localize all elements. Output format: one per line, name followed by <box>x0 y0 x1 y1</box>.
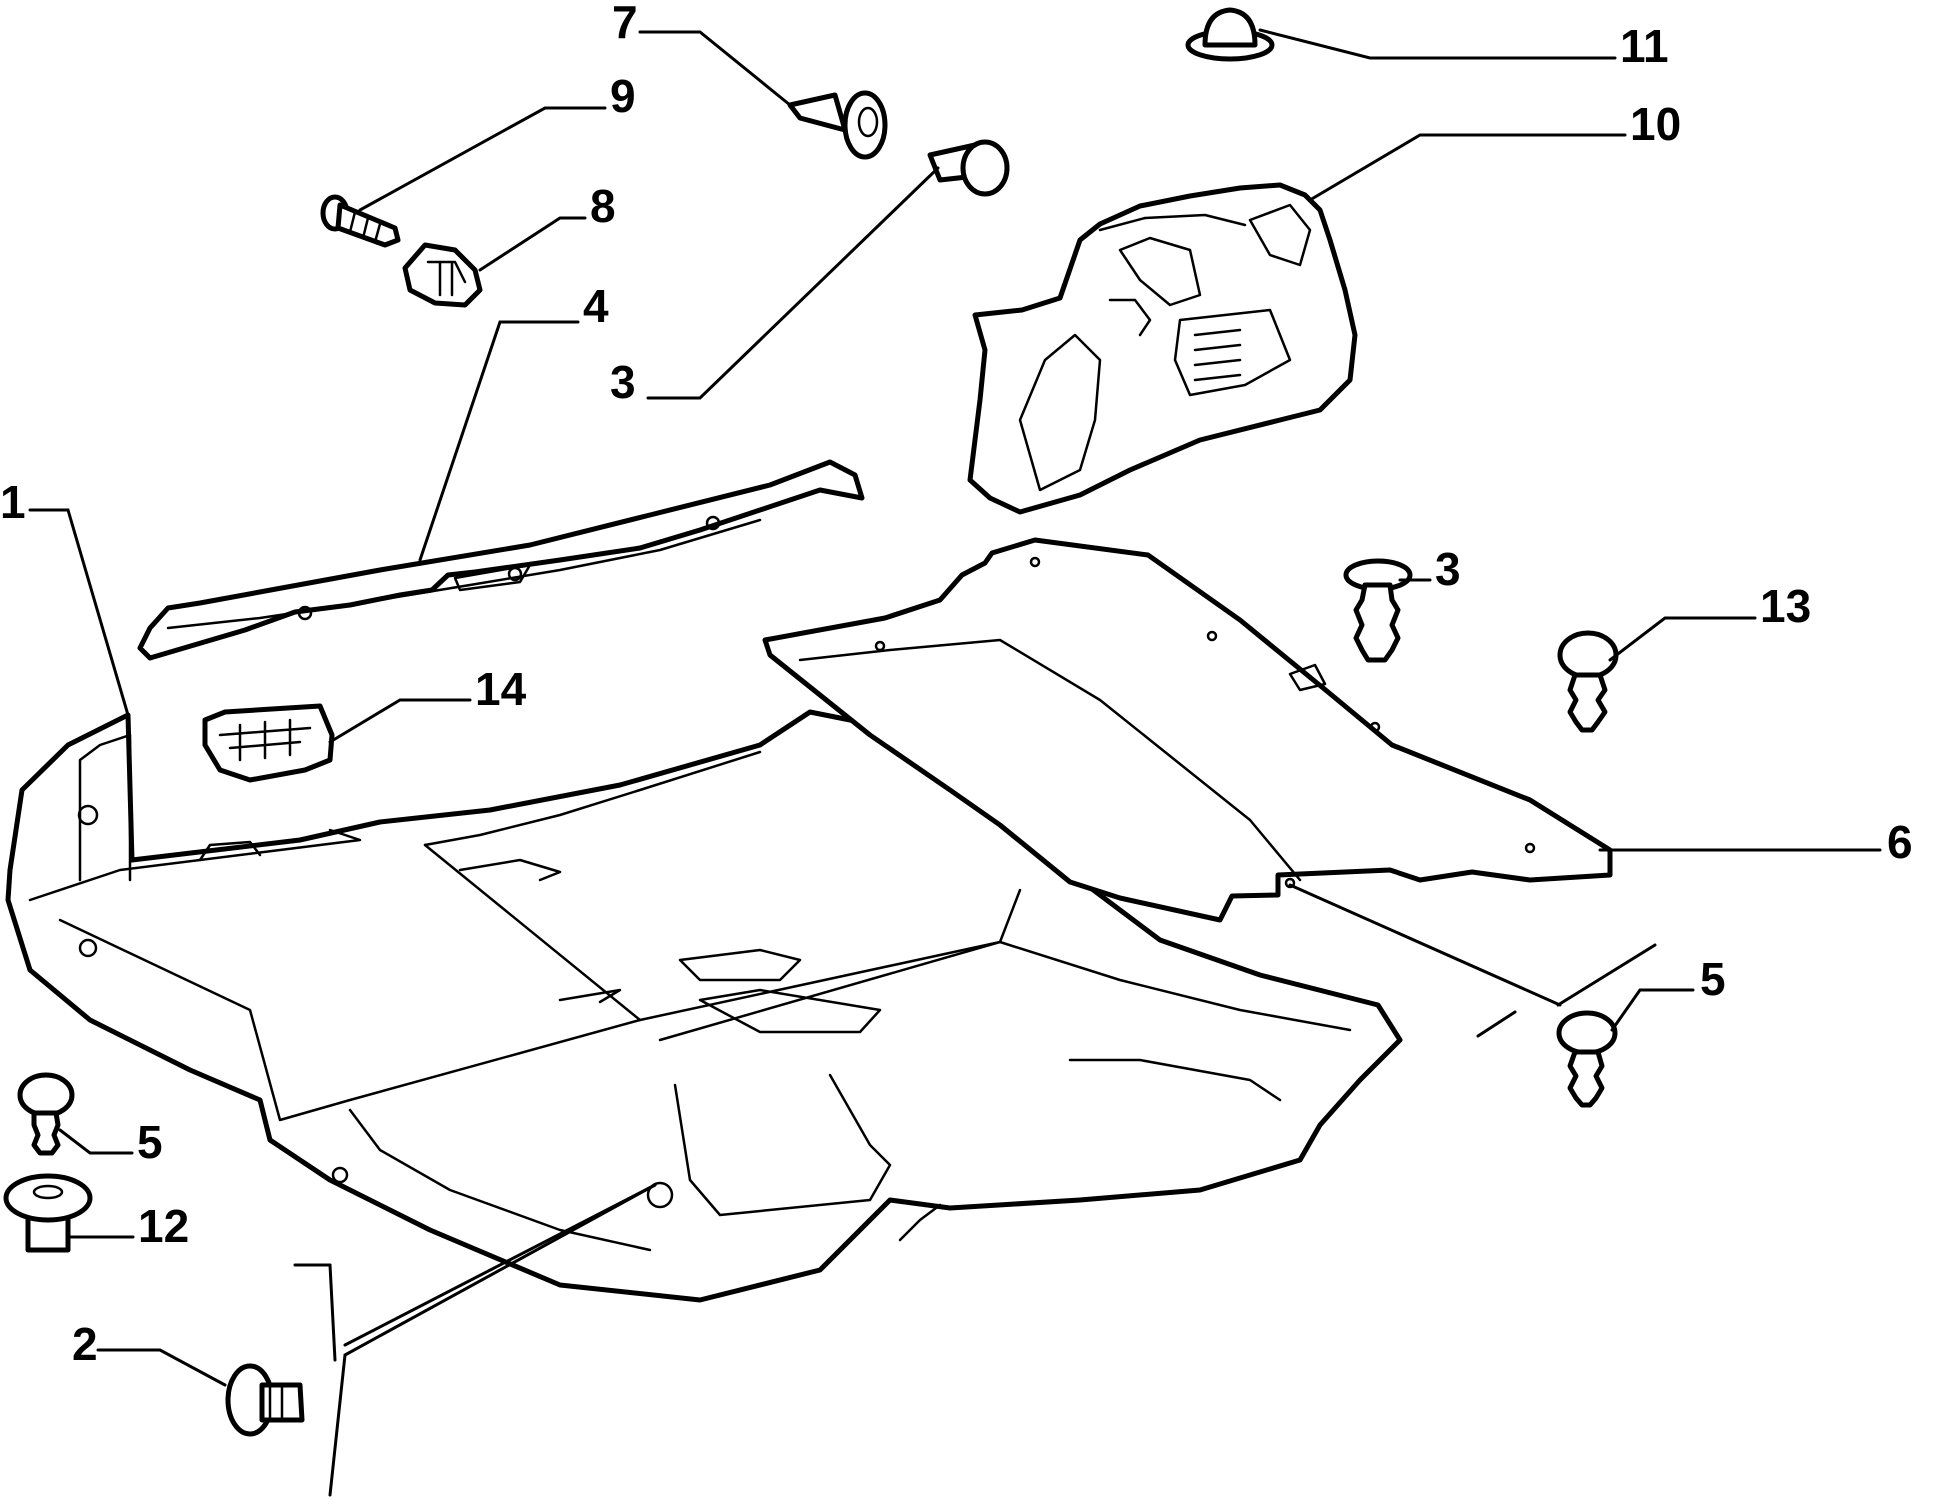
sill-trim-part <box>137 459 865 661</box>
grommet-part-12 <box>3 1173 93 1253</box>
callout-10: 10 <box>1630 98 1681 150</box>
callout-13: 13 <box>1760 580 1811 632</box>
callout-9: 9 <box>610 70 636 122</box>
callout-1: 1 <box>0 476 26 528</box>
tree-clip-part-13 <box>1557 630 1619 733</box>
callout-11: 11 <box>1620 20 1669 72</box>
callout-3-mid: 3 <box>1435 543 1461 595</box>
callout-7: 7 <box>612 0 638 48</box>
callout-2: 2 <box>72 1318 98 1370</box>
insulation-pad-part <box>967 182 1358 515</box>
fastener-part-5-left <box>17 1072 75 1156</box>
leader-lines <box>28 28 1882 1497</box>
cap-part-11 <box>1185 7 1275 62</box>
rivet-part-3-mid <box>1343 558 1413 663</box>
push-rivet-part-2 <box>225 1363 305 1437</box>
screw-part-9 <box>320 194 401 248</box>
callout-5-right: 5 <box>1700 953 1726 1005</box>
nut-part-8 <box>402 242 483 308</box>
callout-labels: 1 2 3 3 4 5 5 6 7 8 9 10 11 12 13 14 <box>0 0 1913 1370</box>
clip-part-14 <box>202 703 335 783</box>
callout-4: 4 <box>583 280 609 332</box>
callout-5-left: 5 <box>137 1116 163 1168</box>
callout-6: 6 <box>1887 816 1913 868</box>
callout-12: 12 <box>138 1200 189 1252</box>
callout-8: 8 <box>590 180 616 232</box>
rear-panel-part <box>762 537 1613 923</box>
rivet-part-3-top <box>927 139 1010 197</box>
fastener-part-5-right <box>1556 1010 1618 1108</box>
callout-3-top: 3 <box>610 356 636 408</box>
callout-14: 14 <box>475 663 527 715</box>
push-pin-part-7 <box>787 90 888 160</box>
